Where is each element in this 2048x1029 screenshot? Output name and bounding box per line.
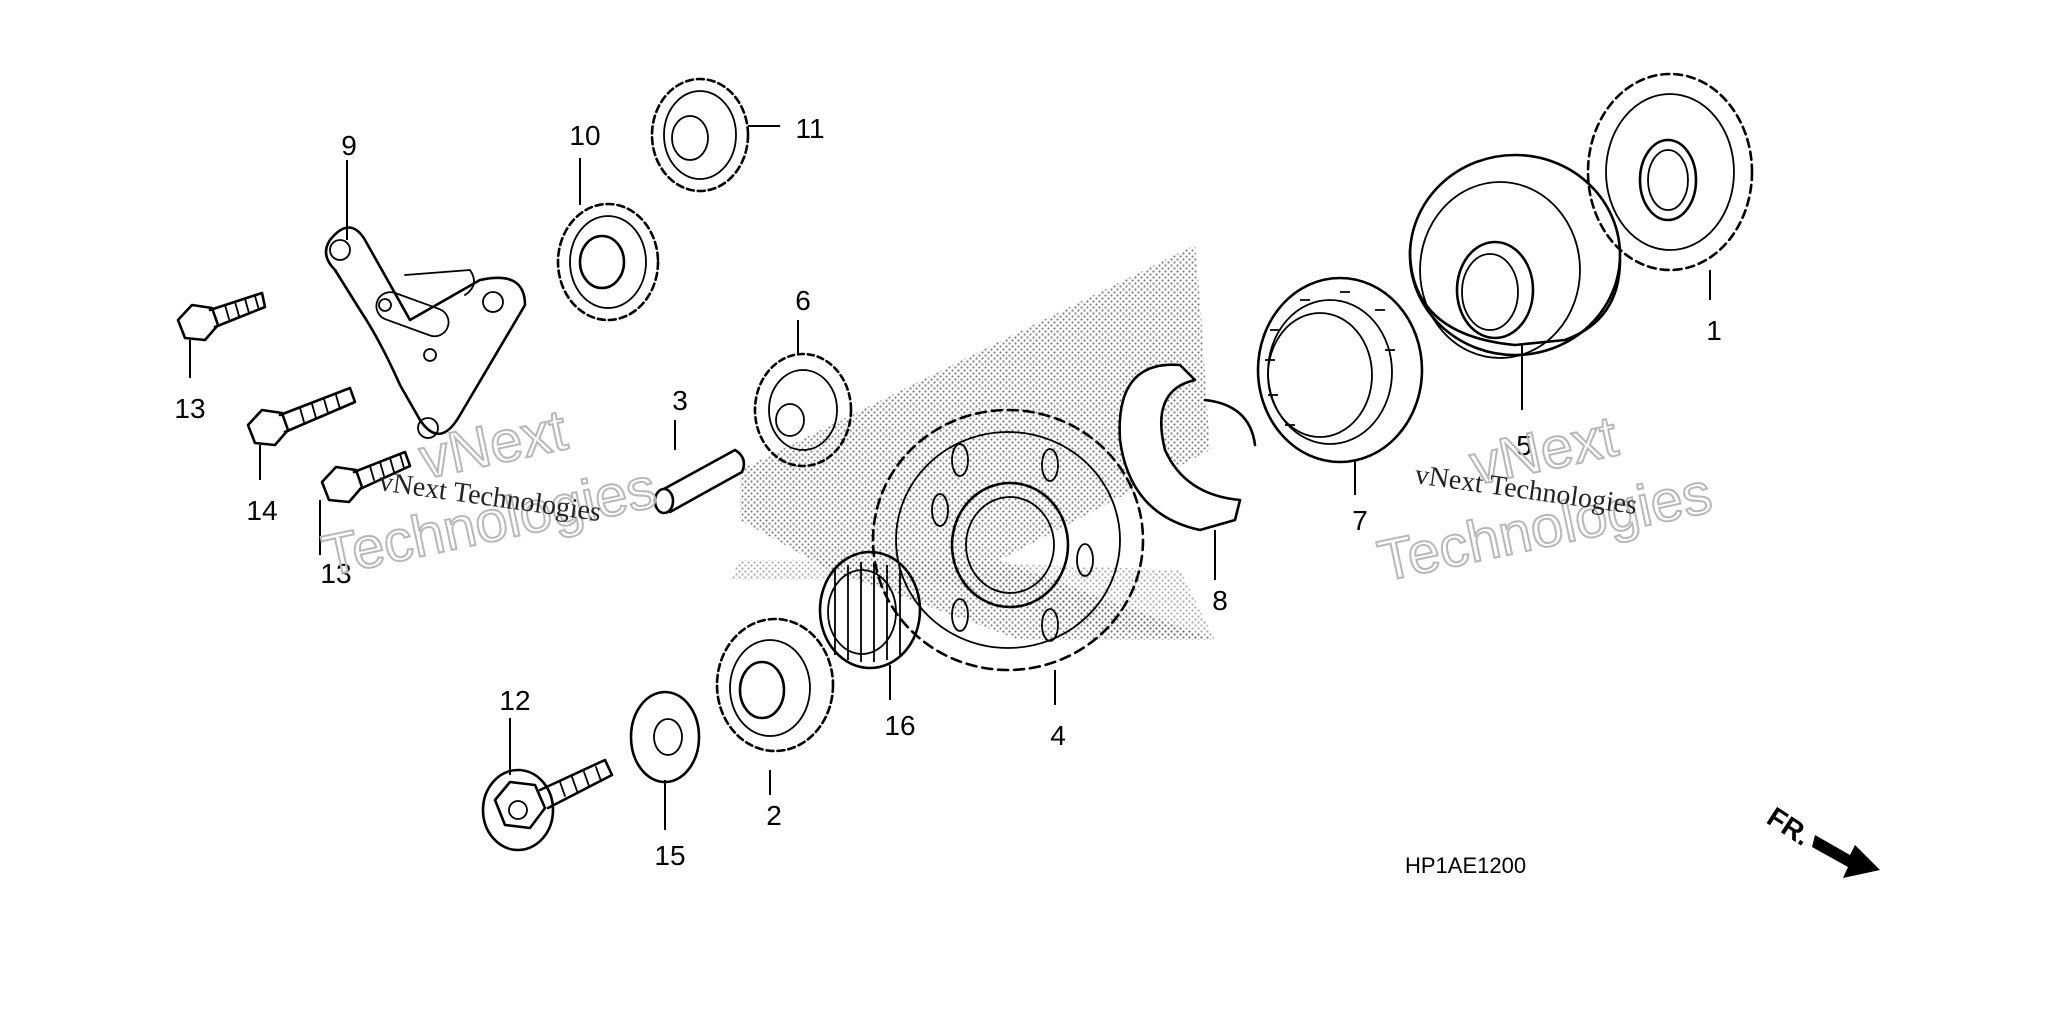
callout-16: 16	[884, 710, 915, 741]
diagram-code: HP1AE1200	[1405, 853, 1526, 878]
flange-bolt-part	[481, 758, 614, 852]
gear-part	[715, 617, 835, 753]
callout-9: 9	[341, 130, 357, 161]
gear-part	[556, 202, 660, 322]
callout-14: 14	[246, 495, 277, 526]
shading-band-lower	[730, 560, 1215, 640]
callout-11: 11	[795, 113, 824, 144]
bracket-part	[324, 226, 527, 439]
bolt-part	[246, 386, 357, 447]
bolt-part	[176, 291, 267, 342]
callout-6: 6	[795, 285, 811, 316]
callout-13-upper: 13	[174, 393, 205, 424]
callout-5: 5	[1516, 430, 1532, 461]
washer-part	[629, 690, 701, 784]
circlip-part	[1118, 363, 1257, 532]
callout-1: 1	[1706, 315, 1722, 346]
callout-10: 10	[569, 120, 600, 151]
front-marker-label: FR.	[1762, 801, 1817, 852]
gear-part	[871, 408, 1145, 672]
shaft-part	[653, 448, 746, 515]
callout-13-lower: 13	[320, 558, 351, 589]
leader-lines	[189, 125, 1711, 830]
callout-8: 8	[1212, 585, 1228, 616]
gear-part	[753, 352, 853, 468]
gear-part	[650, 77, 750, 193]
shading-band	[740, 245, 1215, 640]
callout-15: 15	[654, 840, 685, 871]
gear-part	[1586, 72, 1754, 272]
clutch-part	[1256, 276, 1424, 464]
arrow-icon	[1812, 835, 1880, 878]
callout-4: 4	[1050, 720, 1066, 751]
callout-12: 12	[499, 685, 530, 716]
callout-2: 2	[766, 800, 782, 831]
callout-7: 7	[1352, 505, 1368, 536]
clutch-outer-part	[1408, 153, 1622, 359]
front-arrow: FR.	[1762, 801, 1880, 878]
bearing-part	[818, 550, 922, 670]
callout-3: 3	[672, 385, 688, 416]
bolt-part	[320, 450, 412, 504]
